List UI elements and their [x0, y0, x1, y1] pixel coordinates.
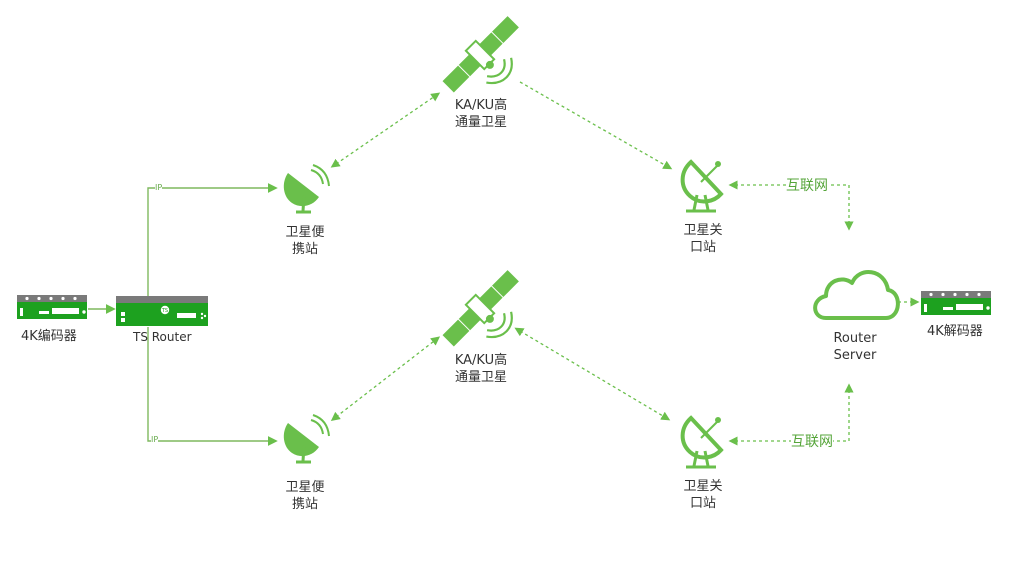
router-to-top-portable-link: [147, 183, 278, 296]
top-internet-label: 互联网: [786, 178, 828, 194]
top-satellite-label: KA/KU高 通量卫星: [454, 98, 508, 130]
ts-router-label: TS Router: [133, 330, 192, 344]
bottom-satellite-to-gateway-link: [514, 327, 671, 421]
top-portable-to-satellite-link: [330, 92, 441, 168]
bottom-gateway-dish-graphic: [680, 415, 724, 469]
decoder-device-icon: [921, 291, 991, 315]
decoder-label: 4K解码器: [927, 324, 983, 339]
top-portable-dish-graphic: [283, 164, 330, 214]
top-ip-label: IP: [155, 183, 163, 192]
bottom-internet-label: 互联网: [791, 434, 833, 450]
router-to-bottom-portable-link: [147, 327, 278, 446]
top-gateway-dish-graphic: [680, 159, 724, 213]
encoder-label: 4K编码器: [21, 329, 77, 344]
bottom-satellite-label: KA/KU高 通量卫星: [454, 353, 508, 385]
router-server-label: Router Server: [833, 331, 877, 363]
encoder-device-icon: [17, 295, 87, 319]
top-gateway-to-cloud-link: [728, 180, 854, 231]
top-portable-station-label: 卫星便 携站: [285, 225, 325, 257]
bottom-gateway-label: 卫星关 口站: [683, 479, 723, 511]
top-gateway-label: 卫星关 口站: [683, 223, 723, 255]
bottom-gateway-to-cloud-link: [728, 383, 854, 446]
bottom-portable-station-label: 卫星便 携站: [285, 480, 325, 512]
router-server-cloud-graphic: [813, 270, 900, 320]
top-satellite-to-gateway-link: [519, 81, 673, 170]
bottom-portable-to-satellite-link: [330, 336, 441, 421]
bottom-portable-dish-graphic: [283, 414, 330, 464]
ts-router-device-icon: TS: [116, 296, 208, 326]
svg-text:TS: TS: [161, 308, 168, 314]
bottom-satellite-graphic: [442, 270, 519, 347]
top-satellite-graphic: [442, 16, 519, 93]
bottom-ip-label: IP: [151, 435, 159, 444]
